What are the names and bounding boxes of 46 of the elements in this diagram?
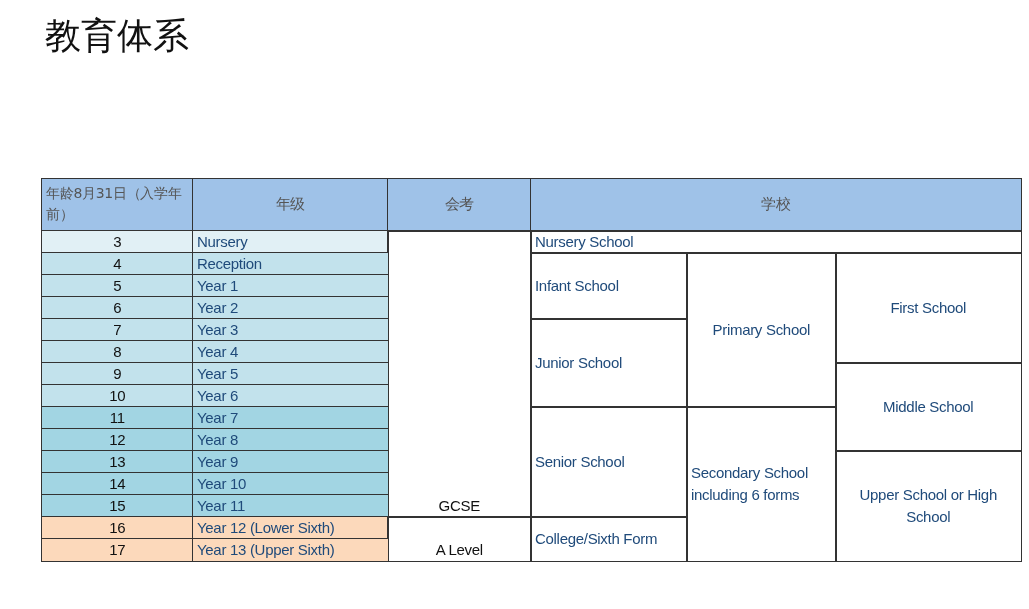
grade-cell: Year 2 — [192, 296, 389, 320]
exam-cell: A Level — [387, 516, 532, 562]
school-cell: Senior School — [530, 406, 688, 518]
school-cell: First School — [835, 252, 1022, 364]
school-cell: Nursery School — [530, 230, 1022, 254]
grade-cell: Year 13 (Upper Sixth) — [192, 538, 389, 562]
age-cell: 17 — [41, 538, 194, 562]
school-cell: Infant School — [530, 252, 688, 320]
column-header: 年龄8月31日（入学年前） — [41, 178, 194, 232]
age-cell: 10 — [41, 384, 194, 408]
grade-cell: Year 10 — [192, 472, 389, 496]
column-header: 年级 — [192, 178, 389, 232]
age-cell: 4 — [41, 252, 194, 276]
age-cell: 8 — [41, 340, 194, 364]
age-cell: 6 — [41, 296, 194, 320]
age-cell: 9 — [41, 362, 194, 386]
school-cell: Primary School — [686, 252, 837, 408]
school-cell: Middle School — [835, 362, 1022, 452]
age-cell: 7 — [41, 318, 194, 342]
school-cell: Junior School — [530, 318, 688, 408]
grade-cell: Year 8 — [192, 428, 389, 452]
grade-cell: Reception — [192, 252, 389, 276]
grade-cell: Year 4 — [192, 340, 389, 364]
school-cell: Secondary School including 6 forms — [686, 406, 837, 562]
age-cell: 15 — [41, 494, 194, 518]
age-cell: 14 — [41, 472, 194, 496]
grade-cell: Year 6 — [192, 384, 389, 408]
grade-cell: Year 7 — [192, 406, 389, 430]
age-cell: 11 — [41, 406, 194, 430]
title: 教育体系 — [45, 14, 189, 58]
age-cell: 5 — [41, 274, 194, 298]
grade-cell: Year 5 — [192, 362, 389, 386]
school-cell: College/Sixth Form — [530, 516, 688, 562]
age-cell: 3 — [41, 230, 194, 254]
age-cell: 12 — [41, 428, 194, 452]
grade-cell: Nursery — [192, 230, 389, 254]
grade-cell: Year 11 — [192, 494, 389, 518]
age-cell: 13 — [41, 450, 194, 474]
age-cell: 16 — [41, 516, 194, 540]
grade-cell: Year 12 (Lower Sixth) — [192, 516, 389, 540]
grade-cell: Year 9 — [192, 450, 389, 474]
column-header: 学校 — [530, 178, 1022, 232]
grade-cell: Year 1 — [192, 274, 389, 298]
school-cell: Upper School or High School — [835, 450, 1022, 562]
grade-cell: Year 3 — [192, 318, 389, 342]
column-header: 会考 — [387, 178, 532, 232]
